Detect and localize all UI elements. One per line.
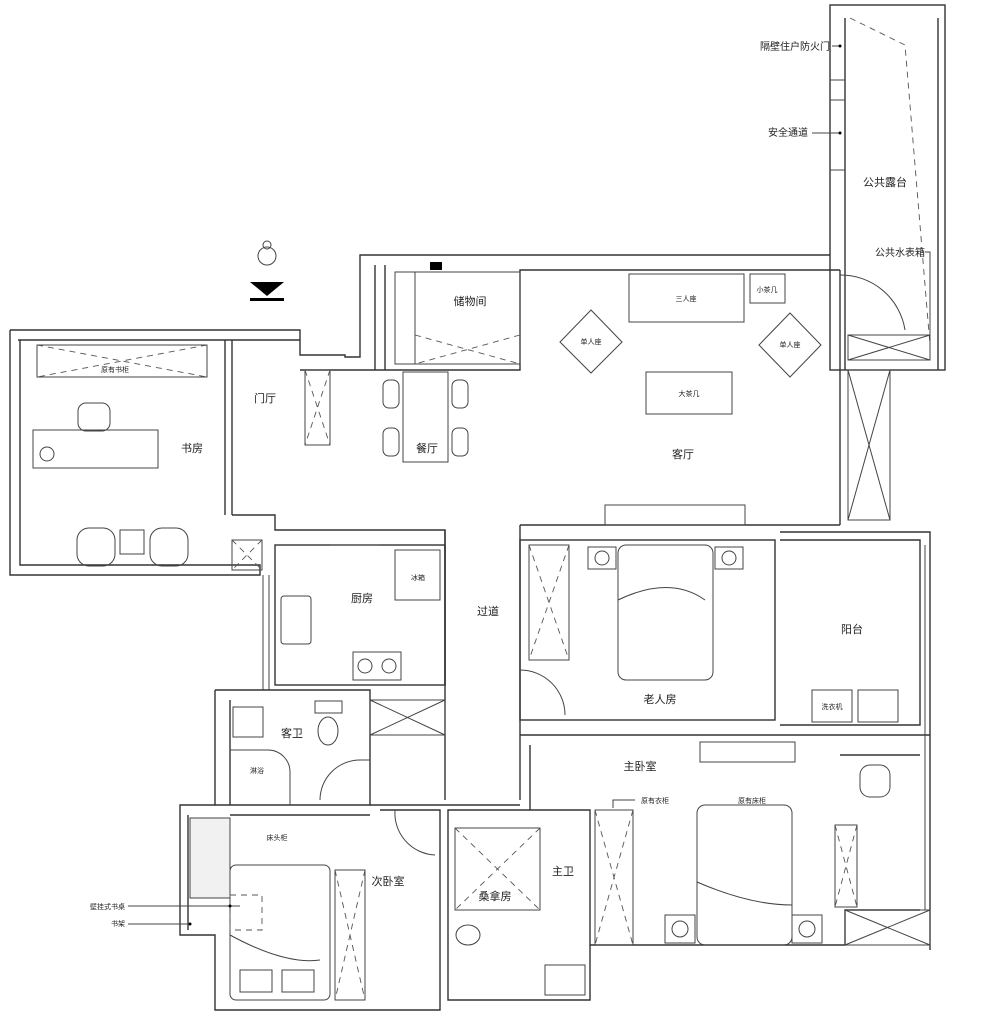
storage-label: 储物间: [454, 294, 487, 308]
safety-passage-label: 安全通道: [768, 126, 808, 139]
master-bathroom-label: 主卫: [552, 865, 574, 878]
existing-bookcase-label: 原有书柜: [101, 365, 129, 374]
foyer-label: 门厅: [254, 391, 276, 405]
dining-room-label: 餐厅: [416, 441, 438, 455]
existing-wardrobe-label: 原有衣柜: [641, 796, 669, 805]
bookshelf-label: 书架: [111, 919, 125, 928]
master-bedroom-label: 主卧室: [624, 759, 657, 773]
neighbor-fire-door-label: 隔壁住户防火门: [760, 40, 830, 53]
guest-bathroom: 淋浴 客卫: [230, 700, 370, 805]
master-bathroom: 桑拿房 主卫: [454, 827, 586, 996]
wall-desk-label: 壁挂式书桌: [90, 902, 125, 911]
living-room-label: 客厅: [672, 447, 694, 461]
small-tea-table-label: 小茶几: [757, 285, 778, 294]
public-terrace: 公共露台: [829, 4, 946, 371]
elderly-room: 老人房 洗衣机 阳台: [519, 544, 899, 723]
existing-bed-label: 原有床柜: [738, 796, 766, 805]
sauna-label: 桑拿房: [479, 889, 512, 903]
public-terrace-label: 公共露台: [863, 175, 907, 189]
balcony-label: 阳台: [841, 622, 863, 636]
second-bedroom: 床头柜 次卧室 壁挂式书桌 书架: [90, 809, 436, 1001]
kitchen-label: 厨房: [351, 592, 373, 605]
washing-machine-label: 洗衣机: [822, 702, 843, 711]
elderly-room-label: 老人房: [644, 693, 677, 706]
single-seat-left-label: 单人座: [581, 337, 602, 346]
shower-label: 淋浴: [250, 766, 264, 775]
second-bedroom-label: 次卧室: [372, 874, 405, 888]
foyer-dining: 门厅 储物间 餐厅: [231, 262, 521, 571]
three-seat-sofa-label: 三人座: [676, 294, 697, 303]
large-tea-table-label: 大茶几: [679, 389, 700, 398]
annotations-top: 隔壁住户防火门 安全通道 公共水表箱: [760, 40, 931, 335]
corridor-label: 过道: [477, 604, 499, 618]
guest-bathroom-label: 客卫: [281, 726, 303, 740]
bedside-cabinet-label: 床头柜: [267, 833, 288, 842]
entrance-marker: [250, 240, 284, 301]
study-furniture: 原有书柜 书房: [32, 344, 208, 567]
master-bedroom: 主卧室 原有衣柜 原有床柜: [594, 741, 891, 946]
single-seat-right-label: 单人座: [780, 340, 801, 349]
walls: [9, 254, 931, 1011]
fridge-label: 冰箱: [411, 573, 425, 582]
water-meter-box-label: 公共水表箱: [875, 246, 925, 259]
living-room: 三人座 小茶几 单人座 单人座 大茶几 客厅: [559, 273, 822, 461]
study-label: 书房: [181, 442, 203, 455]
kitchen: 冰箱 厨房 过道: [280, 544, 499, 681]
